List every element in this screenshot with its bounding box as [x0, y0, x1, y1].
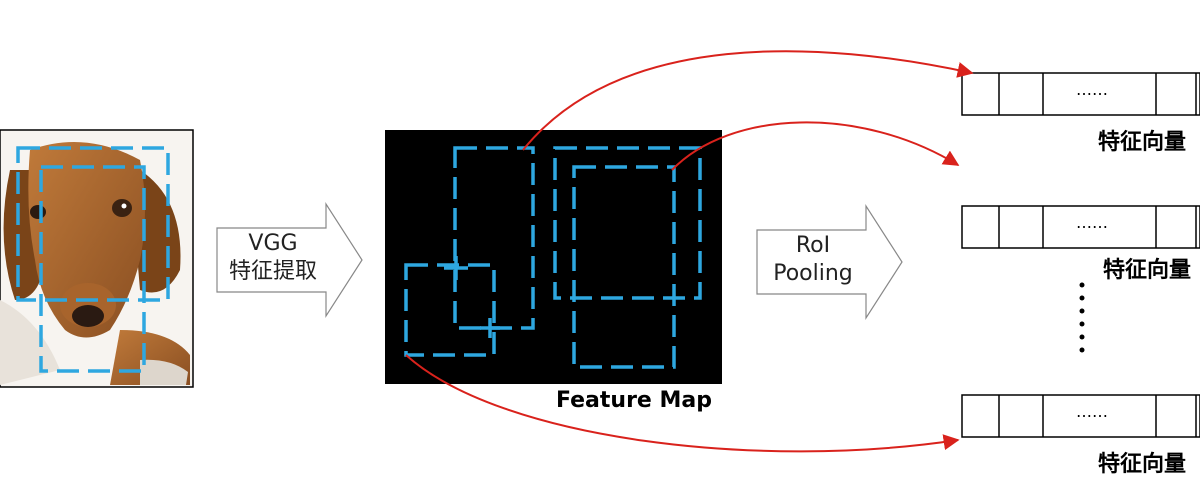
vgg-arrow-shape: [216, 201, 363, 319]
feature-vector-2: [961, 205, 1200, 249]
vertical-ellipsis-icon: [1079, 282, 1085, 353]
red-arrow-3: [405, 354, 960, 453]
feature-vector-1: [961, 72, 1200, 116]
red-arrow-1: [522, 50, 974, 151]
vector-1-label: 特征向量: [1098, 130, 1187, 155]
vector-3-ellipsis: ……: [1076, 402, 1108, 421]
roi-arrow-label: RoI Pooling: [757, 232, 869, 288]
vector-2-ellipsis: ……: [1076, 213, 1108, 232]
vector-3-label: 特征向量: [1098, 452, 1187, 477]
input-image: [0, 129, 194, 388]
vgg-label-line2: 特征提取: [228, 259, 317, 284]
vgg-label-line1: VGG: [248, 231, 298, 256]
vgg-arrow-label: VGG 特征提取: [217, 230, 329, 286]
vector-2-label: 特征向量: [1103, 258, 1192, 283]
feature-vector-3: [961, 394, 1200, 438]
red-arrow-2: [671, 121, 960, 171]
roi-label-line2: Pooling: [773, 261, 853, 286]
feature-map-label: Feature Map: [556, 388, 712, 413]
roi-label-line1: RoI: [795, 233, 831, 258]
feature-map: [385, 130, 722, 384]
roi-arrow-shape: [756, 203, 903, 321]
vector-1-ellipsis: ……: [1076, 80, 1108, 99]
